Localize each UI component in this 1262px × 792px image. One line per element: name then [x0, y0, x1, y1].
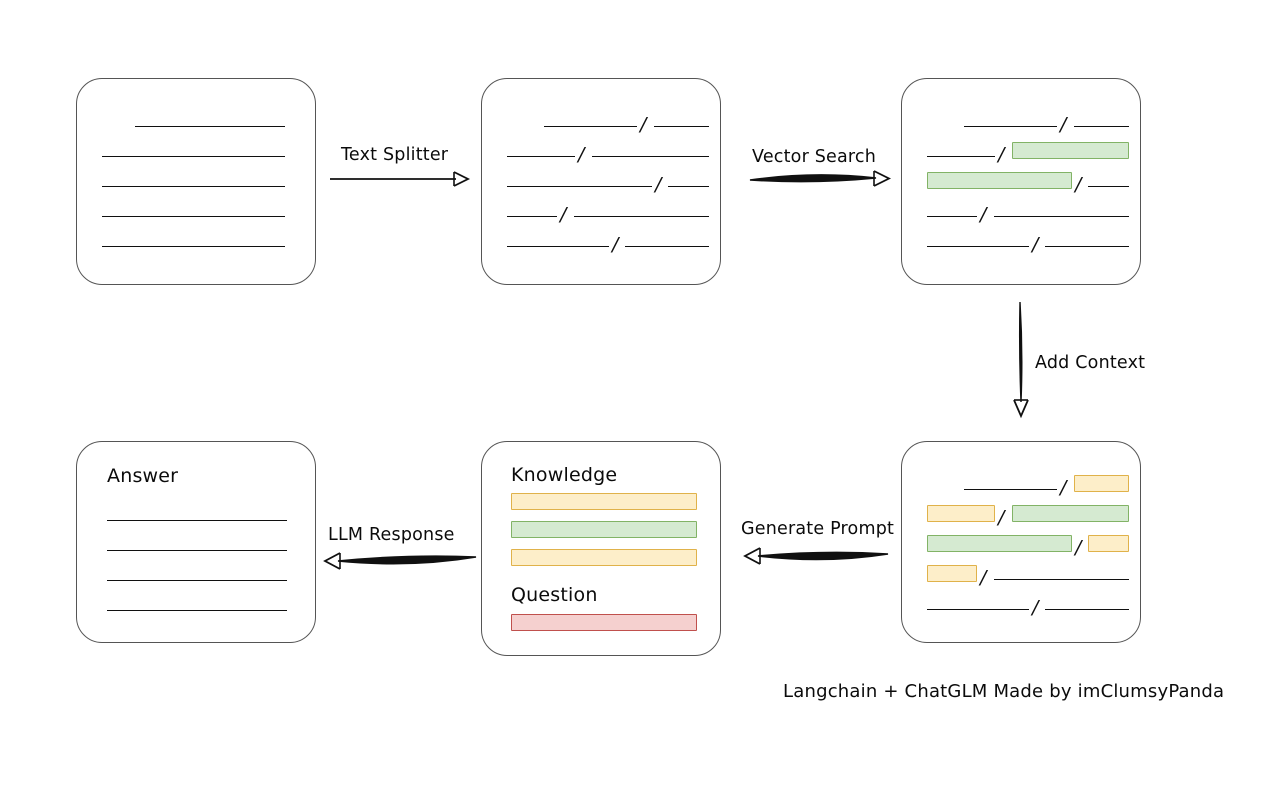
matched-document-chunk-green	[1012, 142, 1129, 159]
question-bar-1	[511, 614, 697, 631]
context-document-slash: /	[998, 506, 1005, 529]
split-document-slash: /	[640, 113, 647, 136]
context-document-slash: /	[1075, 536, 1082, 559]
edge-label-add-context: Add Context	[1035, 353, 1146, 373]
source-document-line	[135, 126, 285, 127]
context-document-chunk-yellow	[927, 565, 977, 582]
edge-label-vector-search: Vector Search	[752, 147, 877, 167]
matched-document-line	[927, 156, 995, 157]
context-document-line	[1045, 609, 1129, 610]
context-document-line	[994, 579, 1129, 580]
matched-document-line	[1088, 186, 1129, 187]
context-document-slash: /	[1060, 476, 1067, 499]
matched-document-slash: /	[998, 143, 1005, 166]
knowledge-bar-1	[511, 493, 697, 510]
answer-line	[107, 580, 287, 581]
split-document-slash: /	[560, 203, 567, 226]
split-document-line	[654, 126, 709, 127]
split-document-line	[574, 216, 709, 217]
split-document-slash: /	[655, 173, 662, 196]
matched-document-slash: /	[1060, 113, 1067, 136]
arrow-generate-prompt	[743, 547, 889, 565]
context-document-slash: /	[1032, 596, 1039, 619]
arrow-add-context	[1013, 301, 1029, 419]
arrow-text-splitter	[330, 171, 471, 187]
context-document-chunk-yellow	[1074, 475, 1129, 492]
card-split-document[interactable]: / / / / /	[481, 78, 721, 285]
split-document-slash: /	[578, 143, 585, 166]
edge-label-llm-response: LLM Response	[328, 525, 455, 545]
card-context-document[interactable]: / / / / /	[901, 441, 1141, 643]
matched-document-line	[927, 246, 1029, 247]
answer-line	[107, 550, 287, 551]
split-document-line	[507, 246, 609, 247]
matched-document-line	[964, 126, 1057, 127]
source-document-line	[102, 156, 285, 157]
split-document-line	[592, 156, 709, 157]
split-document-line	[507, 216, 557, 217]
knowledge-bar-3	[511, 549, 697, 566]
split-document-slash: /	[612, 233, 619, 256]
context-document-chunk-green	[927, 535, 1072, 552]
split-document-line	[544, 126, 637, 127]
context-document-slash: /	[980, 566, 987, 589]
matched-document-line	[994, 216, 1129, 217]
answer-line	[107, 610, 287, 611]
card-source-document[interactable]	[76, 78, 316, 285]
matched-document-chunk-green	[927, 172, 1072, 189]
matched-document-line	[1074, 126, 1129, 127]
edge-label-generate-prompt: Generate Prompt	[741, 519, 895, 539]
card-matched-document[interactable]: / / / / /	[901, 78, 1141, 285]
source-document-line	[102, 186, 285, 187]
split-document-line	[507, 156, 575, 157]
context-document-chunk-yellow	[927, 505, 995, 522]
matched-document-line	[1045, 246, 1129, 247]
source-document-line	[102, 246, 285, 247]
knowledge-title: Knowledge	[511, 464, 618, 486]
answer-line	[107, 520, 287, 521]
matched-document-slash: /	[1075, 173, 1082, 196]
matched-document-slash: /	[1032, 233, 1039, 256]
context-document-line	[927, 609, 1029, 610]
split-document-line	[507, 186, 652, 187]
card-answer[interactable]: Answer	[76, 441, 316, 643]
answer-title: Answer	[107, 465, 179, 487]
arrow-vector-search	[749, 170, 892, 187]
knowledge-bar-2	[511, 521, 697, 538]
question-title: Question	[511, 584, 598, 606]
context-document-chunk-green	[1012, 505, 1129, 522]
split-document-line	[668, 186, 709, 187]
split-document-line	[625, 246, 709, 247]
card-prompt[interactable]: Knowledge Question	[481, 441, 721, 656]
matched-document-line	[927, 216, 977, 217]
footer-caption: Langchain + ChatGLM Made by imClumsyPand…	[783, 681, 1225, 702]
context-document-chunk-yellow	[1088, 535, 1129, 552]
arrow-llm-response	[323, 552, 477, 570]
edge-label-text-splitter: Text Splitter	[341, 145, 449, 165]
source-document-line	[102, 216, 285, 217]
matched-document-slash: /	[980, 203, 987, 226]
context-document-line	[964, 489, 1057, 490]
